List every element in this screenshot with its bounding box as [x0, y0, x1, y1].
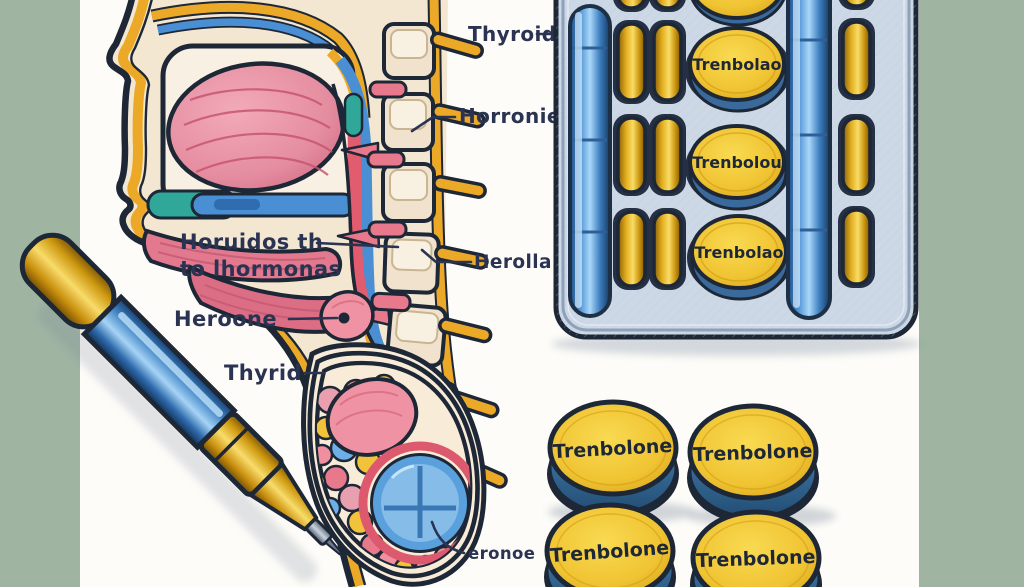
needle-tip	[339, 552, 348, 561]
label-horuidos-line2: to lhormonas	[180, 257, 341, 281]
label-horronie: Horronie	[459, 104, 561, 128]
leader-heroone-dot	[338, 312, 350, 324]
pen-nose-cone	[249, 462, 319, 532]
loose-pill-4: Trenbolone	[690, 509, 822, 587]
loose-pill-label: Trenbolone	[693, 440, 813, 466]
anatomy-callouts: Thyroid Horronie Horuidos th to lhormona…	[174, 22, 561, 563]
loose-pills: Trenbolone Trenbolone Trenbolone Trenbol…	[544, 399, 836, 587]
pack-round-pill-3: Trenbolao	[687, 214, 793, 301]
pack-round-pill-2: Trenbolou	[685, 124, 791, 211]
blue-capsule-right	[786, 0, 832, 320]
pack-pill-label: Trenbolao	[692, 55, 781, 74]
label-heroone: Heroone	[174, 307, 277, 331]
leader-horuidos	[315, 241, 400, 249]
pen-barrel-highlight	[118, 312, 224, 417]
loose-pill-label: Trenbolone	[696, 546, 816, 572]
head-neck-anatomy: Thyroid Horronie Horuidos th to lhormona…	[106, 0, 561, 587]
leader-heroone	[287, 316, 339, 321]
label-horuidos-line1: Horuidos th	[180, 230, 323, 254]
capsule-column-a	[613, 0, 650, 290]
injection-pen	[19, 232, 348, 561]
pouch-gland	[325, 377, 419, 457]
blue-capsule-left	[568, 4, 612, 318]
capsule-column-c	[838, 0, 875, 288]
loose-pill-1: Trenbolone	[547, 399, 679, 520]
loose-pill-2: Trenbolone	[687, 403, 819, 524]
blister-pack: Trenbolao Trenbolou Trenbolao	[553, 0, 919, 340]
pack-round-pill-partial	[690, 0, 786, 27]
pen-shadow	[38, 303, 317, 582]
label-thyrid: Thyrid	[224, 361, 302, 385]
label-herolla: Herolla	[474, 252, 552, 273]
capsule-column-b	[649, 0, 686, 290]
thyroid-pouch	[301, 342, 487, 587]
leader-horronie	[410, 115, 457, 133]
loose-pill-3: Trenbolone	[544, 502, 676, 587]
larynx-teal	[343, 92, 364, 138]
embedded-blue-pill	[358, 441, 471, 565]
tongue-muscle	[166, 61, 346, 193]
leader-eronoe	[430, 520, 466, 555]
pack-round-pill-1: Trenbolao	[685, 26, 791, 113]
leader-herolla	[420, 248, 473, 264]
right-green-panel	[919, 0, 1024, 587]
floor-of-mouth-shadow	[214, 199, 260, 210]
pack-pill-label: Trenbolao	[694, 243, 783, 262]
pack-pill-label: Trenbolou	[692, 153, 782, 172]
skull-band-yellow	[151, 2, 369, 119]
label-eronoe: eronoe	[468, 544, 535, 563]
